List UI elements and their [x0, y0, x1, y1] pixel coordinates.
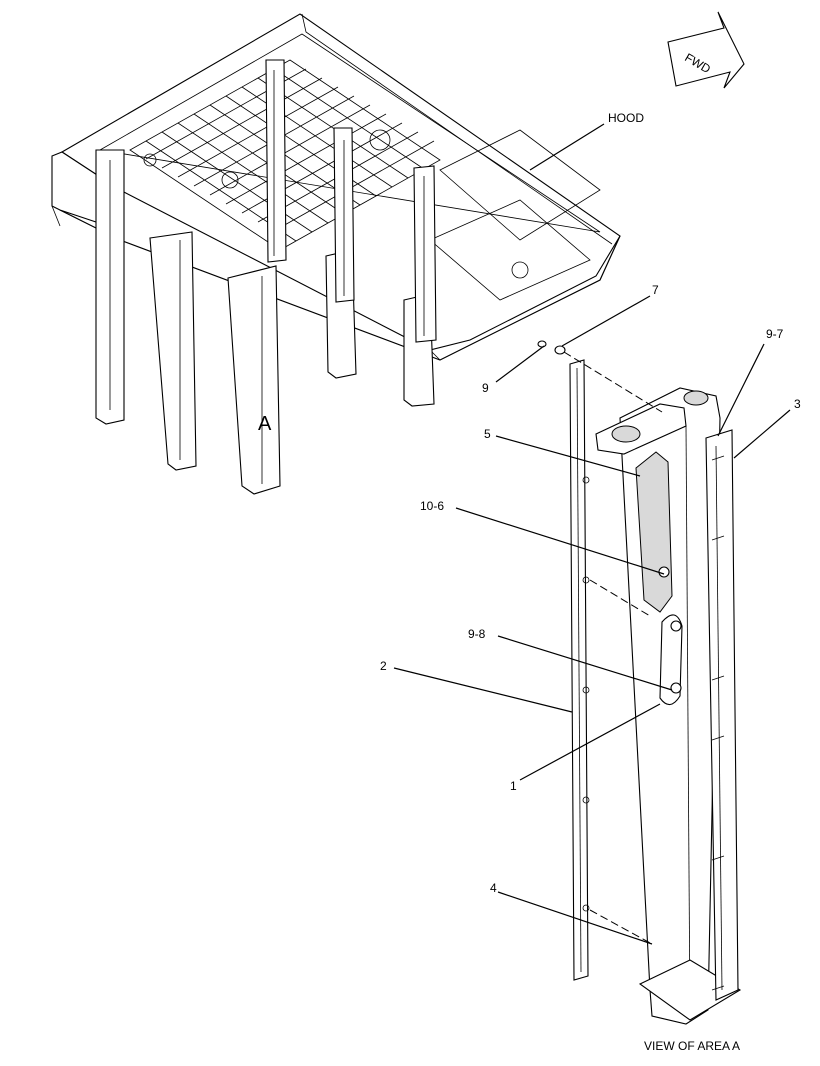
callout-2: 2 — [380, 659, 387, 673]
part-3-panel — [705, 429, 739, 1001]
callout-numbers: 7 9-7 3 9 5 10-6 9-8 2 1 4 — [380, 283, 801, 895]
callout-7: 7 — [652, 283, 659, 297]
callout-1: 1 — [510, 779, 517, 793]
view-caption: VIEW OF AREA A — [644, 1039, 740, 1053]
callout-9: 9 — [482, 381, 489, 395]
callout-5: 5 — [484, 427, 491, 441]
callout-4: 4 — [490, 881, 497, 895]
callout-3: 3 — [794, 397, 801, 411]
callout-9-7: 9-7 — [766, 327, 784, 341]
callout-10-6: 10-6 — [420, 499, 444, 513]
callout-9-8: 9-8 — [468, 627, 486, 641]
part-7-washer — [554, 345, 566, 355]
part-9-bolt — [537, 340, 547, 348]
callout-leaders — [393, 295, 791, 945]
area-a-marker: A — [258, 413, 272, 435]
hood-support-posts — [95, 59, 437, 495]
hood-label: HOOD — [608, 111, 644, 125]
part-1-clamp — [659, 614, 683, 706]
fwd-arrow-icon: FWD — [667, 11, 745, 89]
area-a-detail — [537, 340, 742, 1025]
main-post — [619, 387, 721, 1025]
